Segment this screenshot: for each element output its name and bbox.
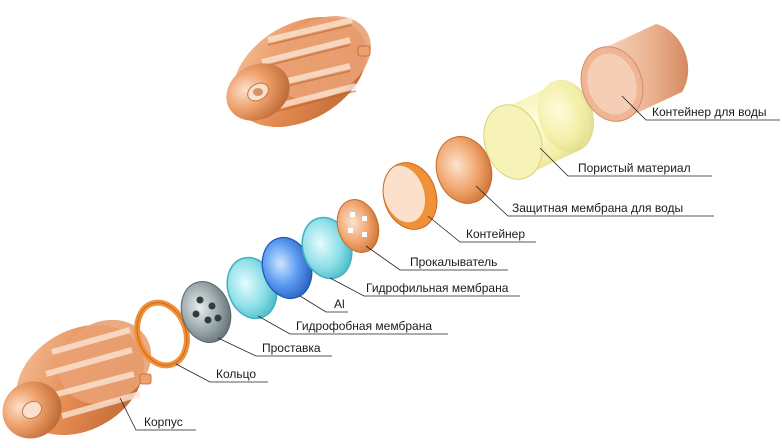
label-porous-material: Пористый материал (578, 161, 691, 175)
label-hydrophilic-membrane: Гидрофильная мембрана (366, 281, 509, 295)
label-container: Контейнер (466, 227, 525, 241)
assembled-housing-illustration (214, 0, 387, 150)
label-spacer: Проставка (262, 341, 321, 355)
label-hydrophobic-membrane: Гидрофобная мембрана (296, 319, 432, 333)
label-al: Al (334, 297, 345, 311)
label-protective-membrane: Защитная мембрана для воды (512, 201, 683, 215)
label-ring: Кольцо (216, 367, 256, 381)
label-container-water: Контейнер для воды (652, 105, 766, 119)
container-illustration (375, 156, 445, 237)
housing-illustration (0, 303, 167, 448)
label-piercer: Прокалыватель (410, 255, 497, 269)
label-housing: Корпус (144, 415, 183, 429)
